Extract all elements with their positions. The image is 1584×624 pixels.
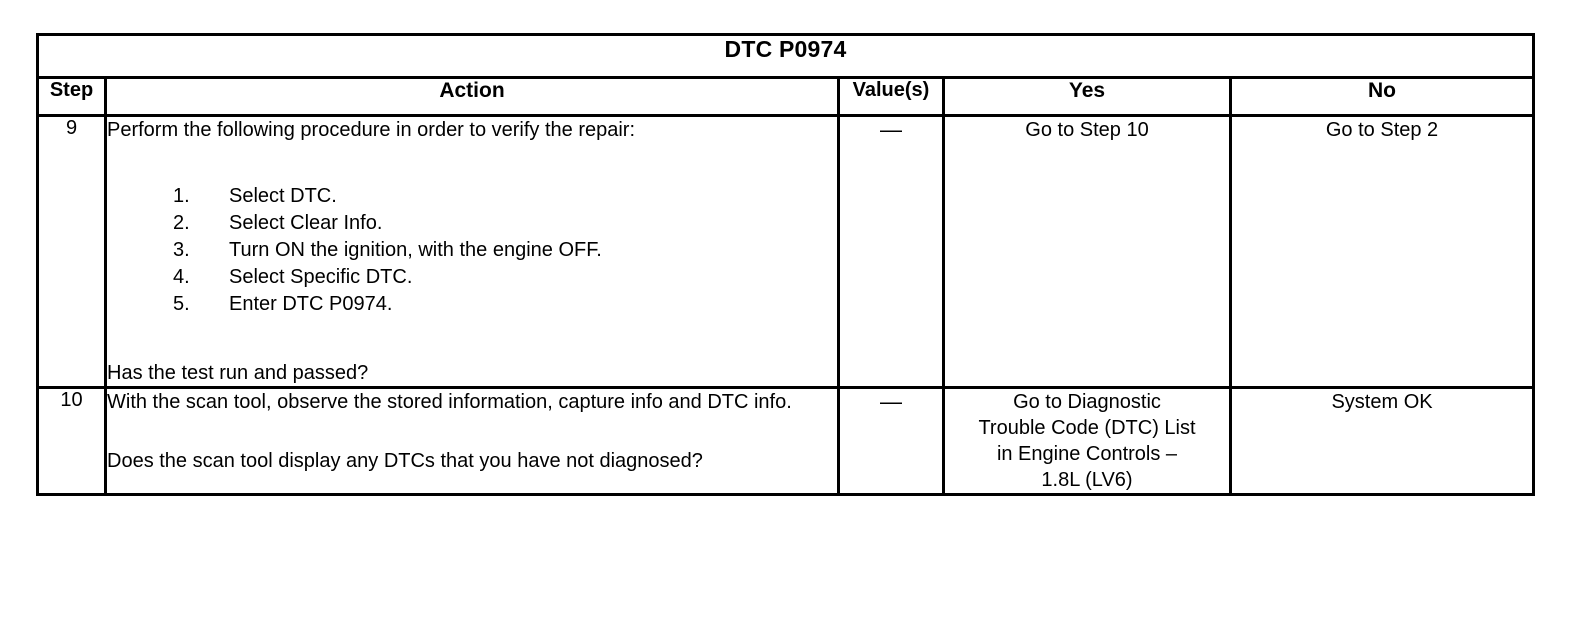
action-cell-step-9: Perform the following procedure in order…: [104, 114, 840, 389]
action-lead-text: Perform the following procedure in order…: [107, 119, 636, 141]
action-lead-text: With the scan tool, observe the stored i…: [107, 391, 792, 413]
list-item: 2. Select Clear Info.: [173, 210, 837, 237]
column-header-action: Action: [104, 76, 840, 117]
dtc-diagnostic-table: DTC P0974 Step Action Value(s) Yes No 9 …: [35, 33, 1536, 496]
column-header-values: Value(s): [837, 76, 945, 117]
table-title-row: DTC P0974: [35, 33, 1536, 79]
action-question-text: Does the scan tool display any DTCs that…: [107, 450, 703, 472]
list-item-label: Enter DTC P0974.: [229, 293, 393, 315]
yes-answer-line: 1.8L (LV6): [1041, 469, 1133, 491]
action-question-text: Has the test run and passed?: [107, 362, 369, 384]
list-item-number: 1.: [173, 185, 190, 207]
yes-answer-cell: Go to Step 10: [942, 114, 1232, 389]
no-answer-cell: Go to Step 2: [1228, 114, 1536, 389]
column-header-step: Step: [36, 76, 107, 117]
column-header-no: No: [1228, 76, 1536, 117]
step-number: 9: [36, 114, 107, 389]
list-item-number: 3.: [173, 239, 190, 261]
list-item-label: Select Specific DTC.: [229, 266, 413, 288]
yes-answer-cell: Go to Diagnostic Trouble Code (DTC) List…: [942, 386, 1232, 496]
column-header-yes: Yes: [942, 76, 1232, 117]
yes-answer-line: in Engine Controls –: [996, 443, 1178, 465]
table-row: 9 Perform the following procedure in ord…: [36, 114, 1536, 389]
list-item: 1. Select DTC.: [173, 183, 837, 210]
action-cell-step-10: With the scan tool, observe the stored i…: [104, 386, 840, 496]
list-item: 5. Enter DTC P0974.: [173, 291, 837, 318]
procedure-list: 1. Select DTC. 2. Select Clear Info. 3. …: [107, 183, 837, 318]
value-cell: —: [837, 114, 945, 389]
list-item: 3. Turn ON the ignition, with the engine…: [173, 237, 837, 264]
list-item-label: Turn ON the ignition, with the engine OF…: [229, 239, 602, 261]
list-item: 4. Select Specific DTC.: [173, 264, 837, 291]
step-number: 10: [36, 386, 107, 496]
yes-answer-line: Trouble Code (DTC) List: [978, 417, 1196, 439]
table-header-row: Step Action Value(s) Yes No: [36, 76, 1536, 117]
list-item-number: 5.: [173, 293, 190, 315]
page-title: DTC P0974: [35, 33, 1536, 79]
list-item-label: Select DTC.: [229, 185, 337, 207]
list-item-label: Select Clear Info.: [229, 212, 383, 234]
yes-answer-line: Go to Diagnostic: [1013, 391, 1161, 413]
no-answer-cell: System OK: [1228, 386, 1536, 496]
list-item-number: 2.: [173, 212, 190, 234]
value-cell: —: [837, 386, 945, 496]
list-item-number: 4.: [173, 266, 190, 288]
table-row: 10 With the scan tool, observe the store…: [36, 386, 1536, 496]
